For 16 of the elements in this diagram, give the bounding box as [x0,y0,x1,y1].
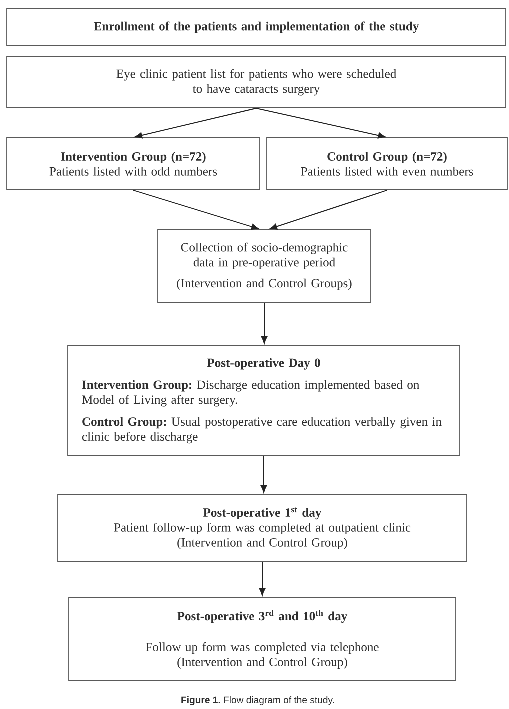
group-box: Control Group (n=72) Patients listed with even numbers [266,138,508,190]
arrow [270,190,388,230]
process-box: Post-operative Day 0 Intervention Group: Discharge education implemented based on Model of Living after surgery. Control Group: Usual postoperative care education verbally given in clinic before discharge [68,346,460,456]
arrow [134,108,257,139]
caption: Figure 1. Flow diagram of the study. [182,696,334,706]
arrow [260,456,268,494]
title-box: Enrollment of the patients and implementation of the study [6,8,506,46]
arrow [133,190,260,230]
arrow [261,302,268,344]
process-box: Eye clinic patient list for patients who were scheduled to have cataracts surgery [6,56,506,108]
arrow [259,562,266,596]
process-box: Collection of socio-demographic data in pre-operative period (Intervention and Control Groups) [158,230,372,304]
arrow [256,108,386,139]
process-box: Post-operative 3$^{rd}$ and 10$^{th}$ day Follow up form was completed via telephone (Intervention and Control Group) [68,598,456,682]
group-box: Intervention Group (n=72) Patients listed with odd numbers [6,138,260,190]
process-box: Post-operative 1$^{st}$ day Patient follow-up form was completed at outpatient clinic (Intervention and Control Group) [58,494,468,562]
